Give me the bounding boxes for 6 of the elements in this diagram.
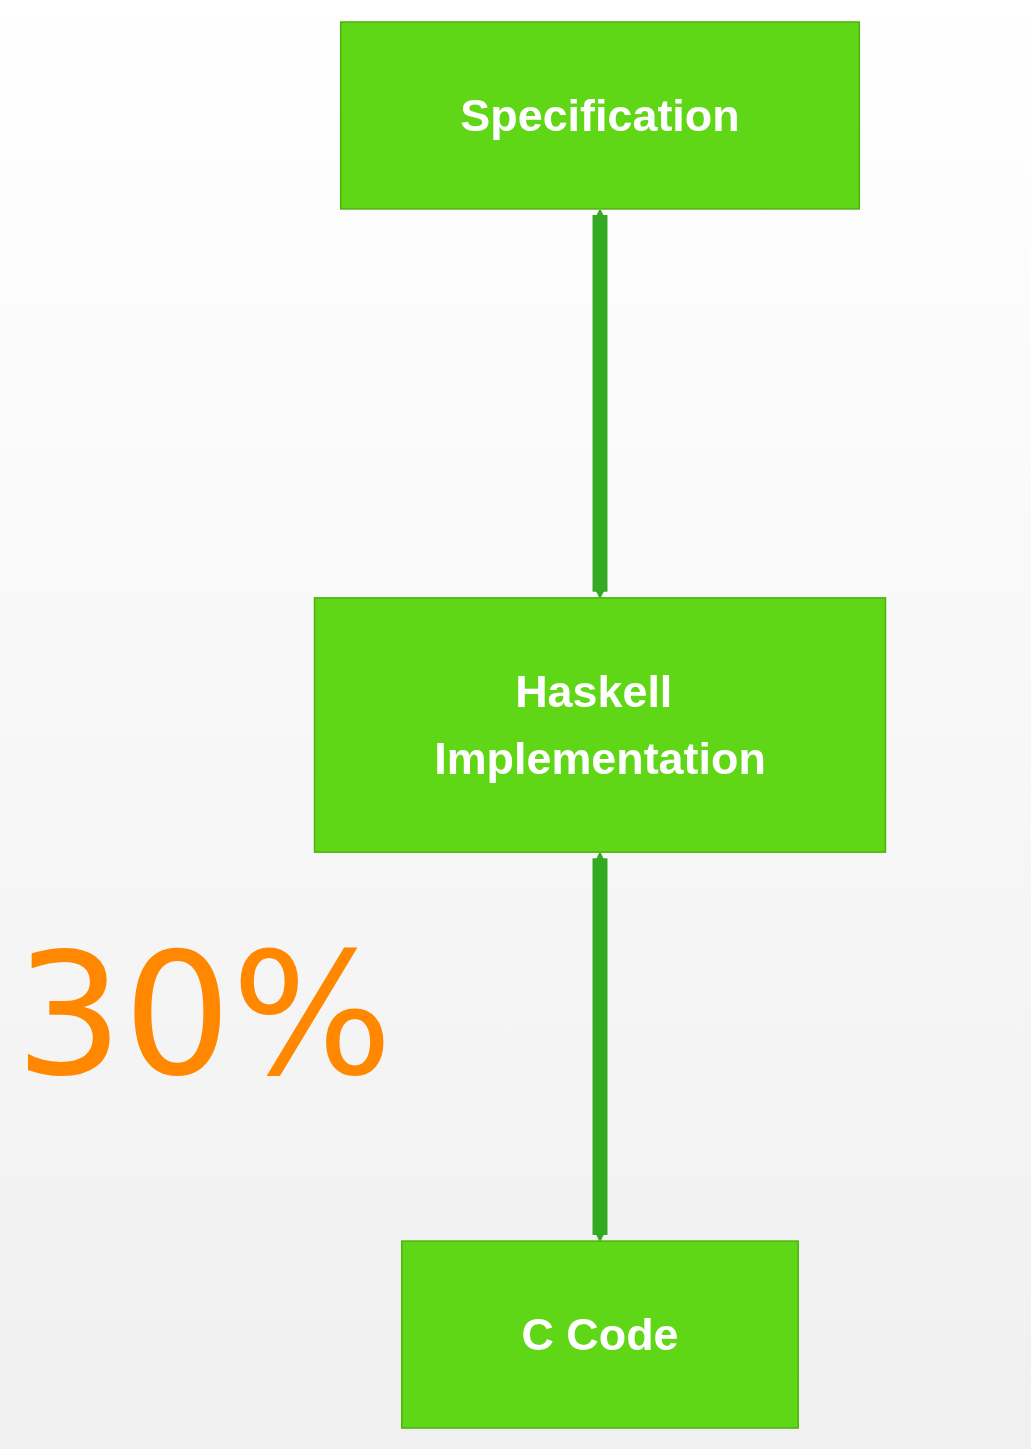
percentage-label: 30% [15, 930, 393, 1100]
node-box: C Code [401, 1240, 799, 1429]
arrow [592, 208, 608, 599]
node-box: Specification [339, 21, 861, 210]
node-box: Haskell Implementation [313, 597, 887, 853]
arrow [592, 852, 608, 1242]
